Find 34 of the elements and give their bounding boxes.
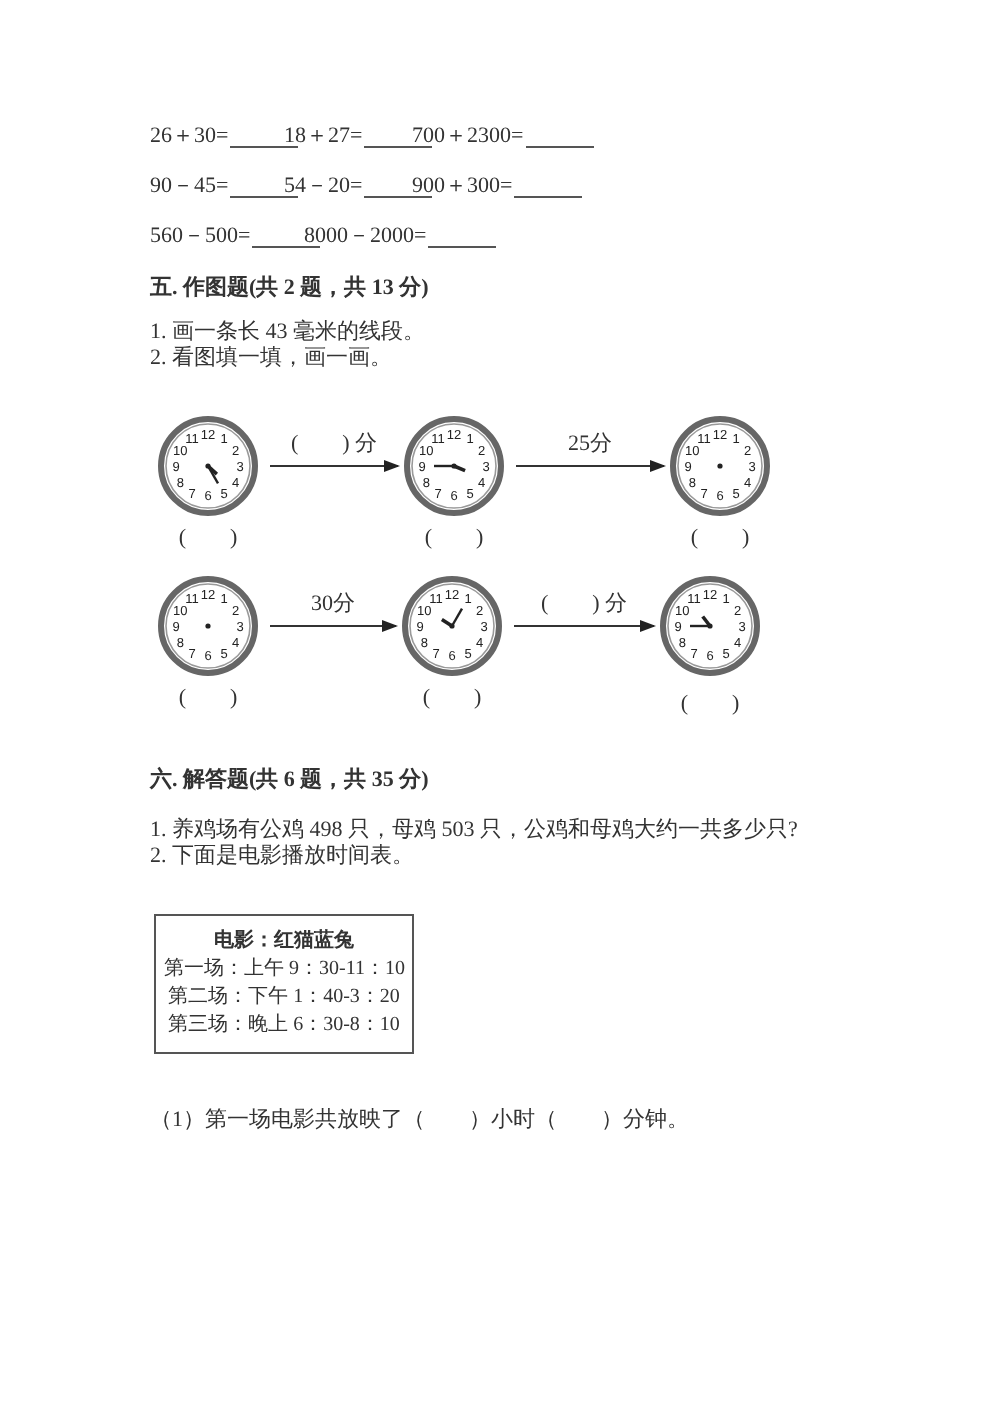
- section-heading: 五. 作图题(共 2 题，共 13 分): [150, 274, 429, 302]
- table-row-text: 第三场：晚上 6：30-8：10: [166, 1012, 402, 1040]
- answer-parentheses: ( ): [422, 684, 482, 712]
- equation: 700＋2300=: [412, 122, 524, 150]
- table-row-text: 第二场：下午 1：40-3：20: [166, 984, 402, 1012]
- equation: 8000－2000=: [304, 222, 427, 250]
- question-text: （1）第一场电影共放映了（ ）小时（ ）分钟。: [150, 1106, 689, 1134]
- edge-label: 30分: [311, 590, 355, 618]
- arrow: [513, 620, 656, 632]
- equation: 54－20=: [284, 172, 363, 200]
- answer-parentheses: ( ): [178, 684, 238, 712]
- arrow: [269, 620, 398, 632]
- answer-parentheses: ( ): [424, 524, 484, 552]
- question-text: 2. 看图填一填，画一画。: [150, 344, 392, 372]
- equation: 560－500=: [150, 222, 251, 250]
- arrow: [269, 460, 400, 472]
- arrow: [515, 460, 666, 472]
- answer-parentheses: ( ): [690, 524, 750, 552]
- equation: 90－45=: [150, 172, 229, 200]
- answer-parentheses: ( ): [178, 524, 238, 552]
- equation: 900＋300=: [412, 172, 513, 200]
- section-heading: 六. 解答题(共 6 题，共 35 分): [150, 766, 429, 794]
- question-text: 2. 下面是电影播放时间表。: [150, 842, 414, 870]
- schedule-table: [154, 914, 414, 1054]
- table-row: 第一场：上午 9：30-11：10: [164, 956, 404, 984]
- question-text: 1. 养鸡场有公鸡 498 只，母鸡 503 只，公鸡和母鸡大约一共多少只?: [150, 816, 798, 844]
- question-text: 1. 画一条长 43 毫米的线段。: [150, 318, 425, 346]
- edge-label: 25分: [568, 430, 612, 458]
- equation: 18＋27=: [284, 122, 363, 150]
- equation: 26＋30=: [150, 122, 229, 150]
- edge-label: ( ) 分: [540, 590, 628, 618]
- answer-parentheses: ( ): [680, 690, 740, 718]
- table-title: 电影：红猫蓝兔: [212, 928, 356, 956]
- edge-label: ( ) 分: [290, 430, 378, 458]
